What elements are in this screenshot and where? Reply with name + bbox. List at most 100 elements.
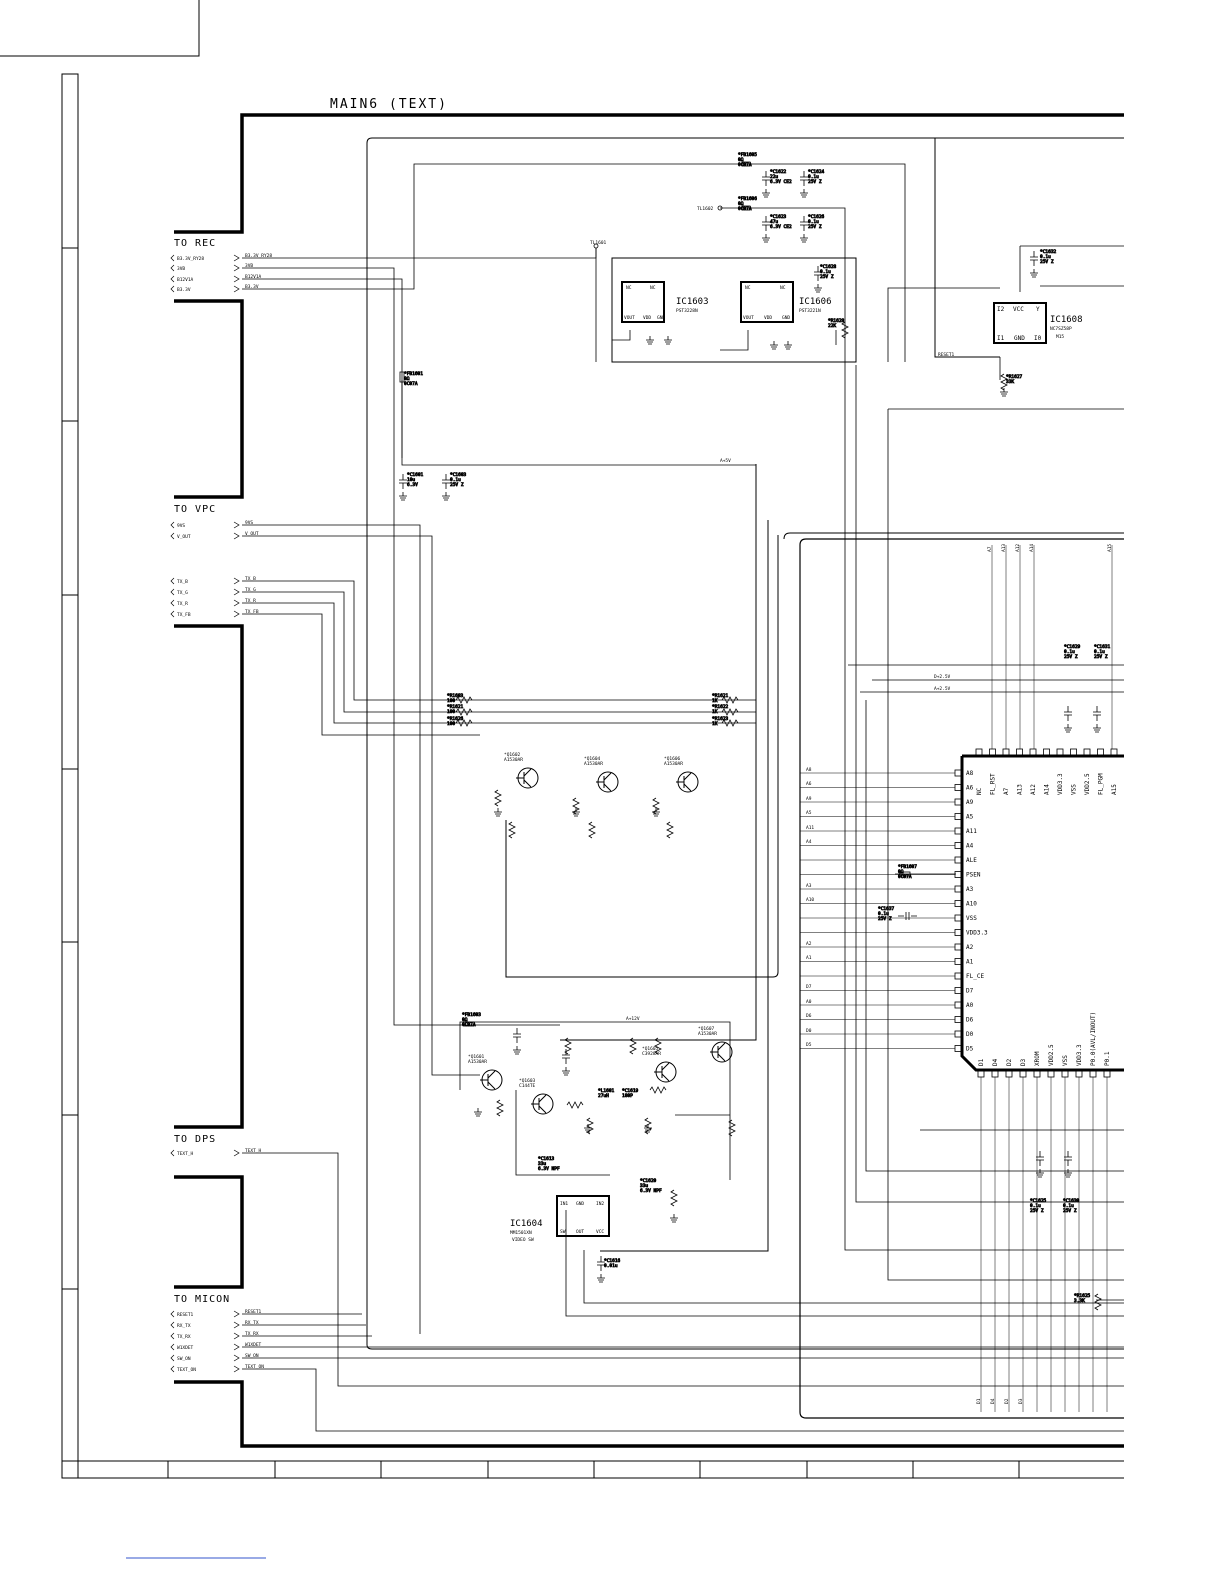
resistor-symbol <box>1094 1293 1102 1311</box>
capacitor-symbol <box>562 1049 570 1064</box>
connector-net-label: W1XDET <box>245 1342 262 1348</box>
bus-label: A7 <box>987 546 993 552</box>
bus-label: D1 <box>976 1398 982 1404</box>
resistor-symbol <box>649 1086 667 1094</box>
resistor-symbol <box>728 1119 736 1137</box>
mcu-chip <box>960 754 1124 1072</box>
ground-symbol <box>652 808 660 817</box>
bus-label: A14 <box>1029 544 1035 552</box>
net-label: RESET1 <box>938 352 955 358</box>
connector-net-label: B12V1A <box>245 274 262 280</box>
transistor-leads <box>676 772 692 792</box>
mcu-pin-label: D3 <box>1020 1058 1027 1066</box>
mcu-pin-label: VSS <box>1062 1055 1069 1066</box>
connector-net-label: B3.3V_RY28 <box>245 253 272 259</box>
transistor-leads <box>480 1070 496 1090</box>
connector-arrow <box>233 1310 240 1318</box>
ground-symbol <box>762 189 770 198</box>
connector-arrow <box>233 532 240 540</box>
mcu-pin-label: D0 <box>966 1031 974 1038</box>
connector-net-label: TX_FB <box>245 609 259 615</box>
capacitor-symbol <box>399 474 407 489</box>
mcu-pin-label: VSS <box>966 915 977 922</box>
mcu-pin-label: A0 <box>966 1002 974 1009</box>
ground-symbol <box>800 189 808 198</box>
connector-net-label: RX_TX <box>245 1320 259 1326</box>
transistor-leads <box>596 772 612 792</box>
connector-arrow <box>233 264 240 272</box>
bus-label: D4 <box>990 1398 996 1404</box>
net-label: A+5V <box>720 458 731 464</box>
inner-frames <box>366 137 1124 1419</box>
connector-pin-label: 9VS <box>177 523 185 529</box>
ic1606: NC NC VOUT VDD GND IC1606 PST3221N <box>740 281 832 323</box>
resistor-symbol <box>564 1037 572 1055</box>
transistor-leads <box>531 1094 547 1114</box>
resistor-symbol <box>666 821 674 839</box>
capacitor-symbol <box>800 216 808 231</box>
connector-pin-bracket <box>170 577 175 585</box>
resistor-symbol <box>629 1037 637 1055</box>
ground-symbol <box>770 341 778 350</box>
mcu-pin-label: FL_RST <box>990 773 997 795</box>
connector-pin-bracket <box>170 1332 175 1340</box>
mcu-pin-label: VDD2.5 <box>1084 773 1091 795</box>
transistor-leads <box>654 1062 670 1082</box>
ground-symbol <box>494 808 502 817</box>
connector-heading: TO VPC <box>174 504 216 515</box>
ground-symbol <box>597 1274 605 1283</box>
resistor-symbol <box>721 708 739 716</box>
ground-symbol <box>562 1067 570 1076</box>
mcu-pin-label: A13 <box>1017 784 1024 795</box>
ground-symbol <box>784 341 792 350</box>
resistor-symbol <box>1000 373 1008 391</box>
ground-symbol <box>800 234 808 243</box>
svg-text:VOUT: VOUT <box>624 315 635 321</box>
ground-symbol <box>399 492 407 501</box>
ic1603-ref: IC1603 <box>676 297 709 307</box>
connector-pin-label: TEXT_ON <box>177 1367 196 1373</box>
mcu-pins: A8A6A9A5A11A4ALEPSENA3A10VSSVDD3.3A2A1FL… <box>800 748 1118 1412</box>
mcu-pin-label: PSEN <box>966 872 981 879</box>
svg-text:NC: NC <box>745 285 751 291</box>
connector-arrow <box>233 285 240 293</box>
bus-label: D5 <box>806 1042 812 1048</box>
mcu-pin-label: VDD2.5 <box>1048 1044 1055 1066</box>
connector-net-label: SW_ON <box>245 1353 259 1359</box>
connector-pin-bracket <box>170 599 175 607</box>
page-frame <box>0 0 1124 1559</box>
capacitor-symbol <box>800 171 808 186</box>
connector-arrow <box>233 254 240 262</box>
capacitor-symbol <box>442 474 450 489</box>
net-label: TL1601 <box>590 240 607 246</box>
mcu-pin-label: XROM <box>1034 1051 1041 1066</box>
svg-text:GND: GND <box>657 315 665 321</box>
ic1608-ref: IC1608 <box>1050 315 1083 325</box>
connector-net-label: 9VS <box>245 520 253 526</box>
resistor-symbol <box>586 1117 594 1135</box>
ic1606-ref: IC1606 <box>799 297 832 307</box>
mcu-pin-label: A8 <box>966 770 974 777</box>
capacitor-symbol <box>1093 706 1101 721</box>
svg-text:GND: GND <box>576 1201 584 1207</box>
resistor-symbol <box>841 321 849 339</box>
svg-text:VCC: VCC <box>1013 306 1024 313</box>
net-label: A+12V <box>626 1016 640 1022</box>
ground-symbol <box>513 1046 521 1055</box>
svg-text:OUT: OUT <box>576 1229 584 1235</box>
ic1604: IN1 GND IN2 SW OUT VCC IC1604 MM1501XN V… <box>510 1195 610 1243</box>
svg-text:NC: NC <box>650 285 656 291</box>
connector-arrow <box>233 1354 240 1362</box>
